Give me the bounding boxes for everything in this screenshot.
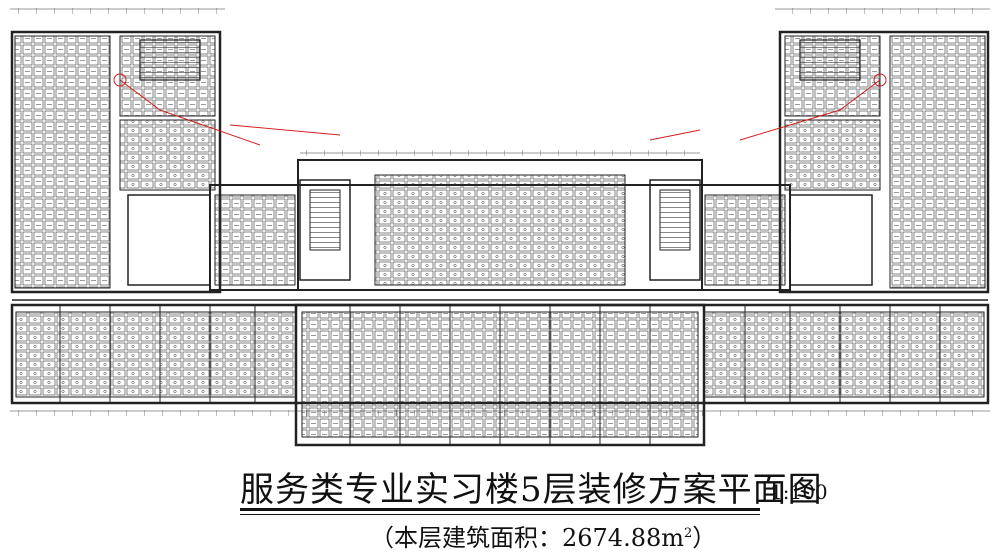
floor-area-text: （本层建筑面积：2674.88m xyxy=(370,524,685,552)
floor-area-note: （本层建筑面积：2674.88m2） xyxy=(370,518,716,553)
left-wing xyxy=(10,30,222,294)
dimension-line-bottom xyxy=(10,410,990,416)
floor-plan-drawing xyxy=(10,8,990,447)
right-wing xyxy=(778,30,990,294)
drawing-title: 服务类专业实习楼5层装修方案平面图 xyxy=(240,470,823,510)
drawing-scale: 1:100 xyxy=(770,480,828,504)
floor-area-superscript: 2 xyxy=(684,526,693,541)
dimension-line-top-right xyxy=(775,8,990,14)
central-upper-block xyxy=(209,159,791,291)
floor-area-close: ） xyxy=(692,524,717,552)
annotation-leaders xyxy=(113,73,887,146)
column-grid xyxy=(59,305,941,445)
dimension-line-top-left xyxy=(10,8,225,14)
title-underline-thin xyxy=(240,514,760,515)
title-underline-thick xyxy=(240,508,760,511)
dimension-line-top-middle xyxy=(300,150,700,156)
